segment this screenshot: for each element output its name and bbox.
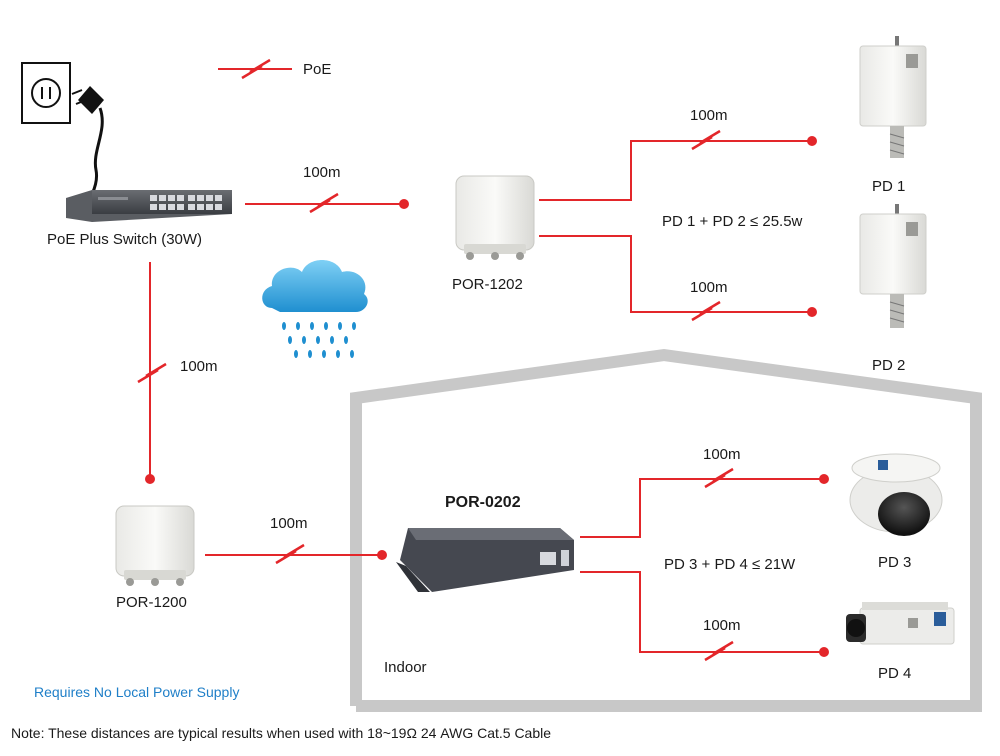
poe-legend-icon [218,58,292,80]
distance-por1200-por0202: 100m [270,515,308,532]
power-plug-icon [71,86,104,195]
rain-cloud-icon [262,260,368,358]
poe-mark-por1200-por0202 [275,543,305,565]
link-por1202-to-pd2 [539,235,812,313]
pd2-label: PD 2 [872,357,906,374]
poe-mark-pd2 [691,300,721,322]
pd2-access-point-device [859,204,927,328]
link-por1202-to-pd1 [539,140,812,201]
pd3-dome-camera-device [849,453,943,536]
por-0202-label: POR-0202 [445,494,521,511]
requires-no-power-text: Requires No Local Power Supply [34,684,240,700]
por-1200-label: POR-1200 [116,594,187,611]
power-outlet-icon [21,62,71,124]
poe-mark-pd1 [691,129,721,151]
pd4-box-camera-device [846,602,955,645]
poe-legend-label: PoE [303,61,332,78]
link-por0202-to-pd3 [580,478,824,538]
poe-mark-switch-por1200 [137,362,167,384]
pd4-label: PD 4 [878,665,912,682]
poe-mark-switch-por1202 [309,192,339,214]
pd1-access-point-device [859,36,927,158]
poe-mark-pd4 [704,640,734,662]
poe-switch-device [66,190,232,222]
distance-switch-por1200: 100m [180,358,218,375]
pd1-label: PD 1 [872,178,906,195]
por-0202-device [396,528,574,592]
indoor-house-outline [350,348,982,712]
distance-switch-por1202: 100m [303,164,341,181]
switch-label: PoE Plus Switch (30W) [47,231,203,248]
power-budget-pd3-pd4: PD 3 + PD 4 ≤ 21W [664,556,796,573]
cable-note-text: Note: These distances are typical result… [11,725,552,741]
link-por0202-to-pd4 [580,571,824,653]
por-1202-device [455,175,535,260]
distance-por0202-pd4: 100m [703,617,741,634]
link-endpoints [145,136,829,657]
poe-mark-pd3 [704,467,734,489]
pd3-label: PD 3 [878,554,912,571]
distance-por1202-pd2: 100m [690,279,728,296]
por-1202-label: POR-1202 [452,276,523,293]
por-1200-device [115,505,195,586]
power-budget-pd1-pd2: PD 1 + PD 2 ≤ 25.5w [662,213,803,230]
distance-por0202-pd3: 100m [703,446,741,463]
distance-por1202-pd1: 100m [690,107,728,124]
indoor-label: Indoor [384,659,427,676]
poe-marks [137,129,734,662]
